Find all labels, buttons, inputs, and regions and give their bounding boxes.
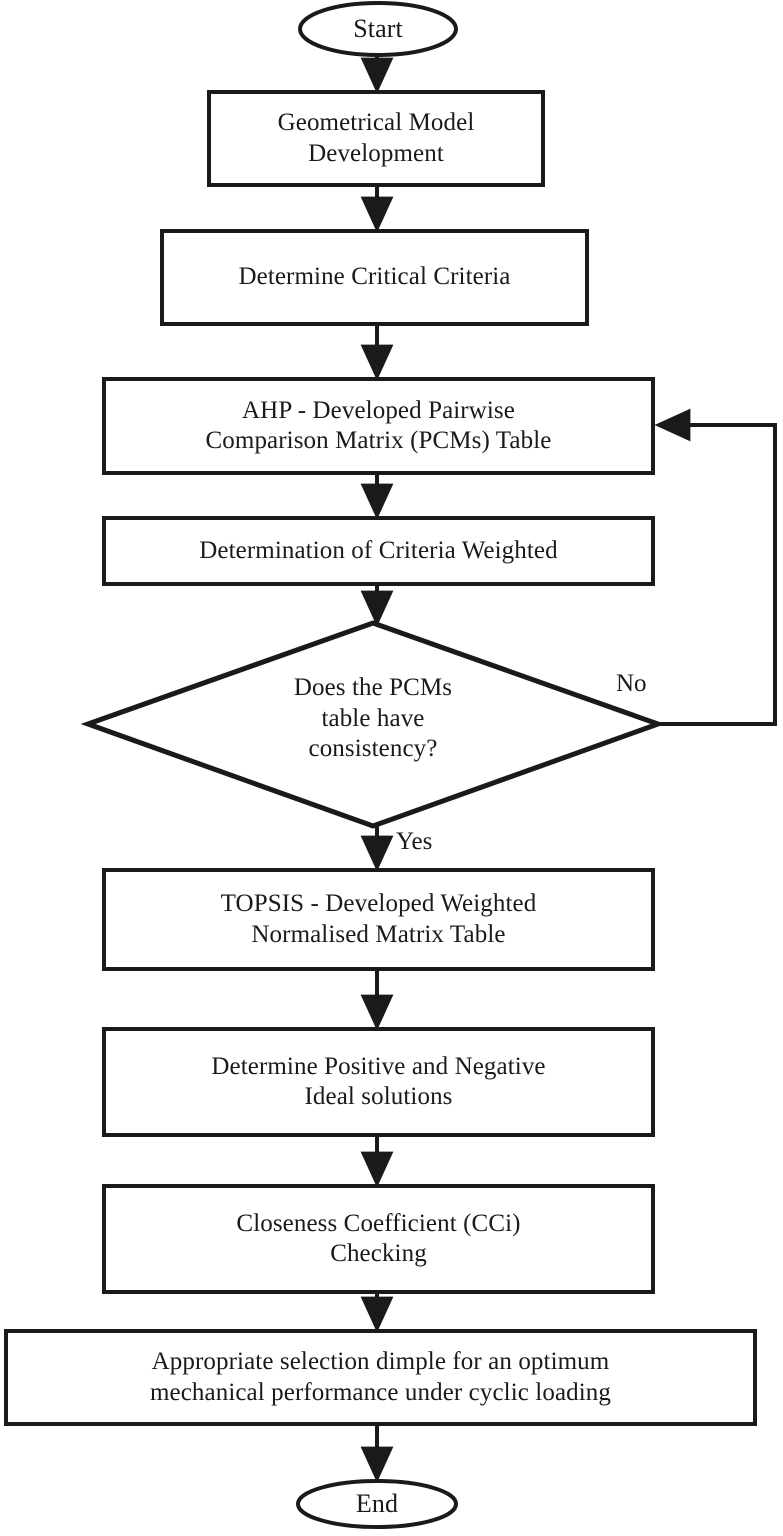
start-terminator-shape (298, 1, 458, 57)
criteria-weighted-box-shape (102, 516, 655, 586)
ahp-pcm-box-shape (102, 377, 655, 475)
final-selection-box-shape (4, 1329, 757, 1426)
edge-label-yes: Yes (396, 828, 433, 855)
geometrical-model-box-shape (207, 90, 545, 187)
end-terminator-shape (296, 1479, 458, 1529)
edge-label-no: No (616, 670, 647, 697)
determine-criteria-box-shape (160, 229, 589, 326)
consistency-decision-shape (80, 620, 666, 829)
topsis-matrix-box-shape (102, 868, 655, 971)
connector-decision-no-feedback-loop (654, 408, 777, 726)
closeness-coefficient-box-shape (102, 1184, 655, 1294)
ideal-solutions-box-shape (102, 1027, 655, 1137)
